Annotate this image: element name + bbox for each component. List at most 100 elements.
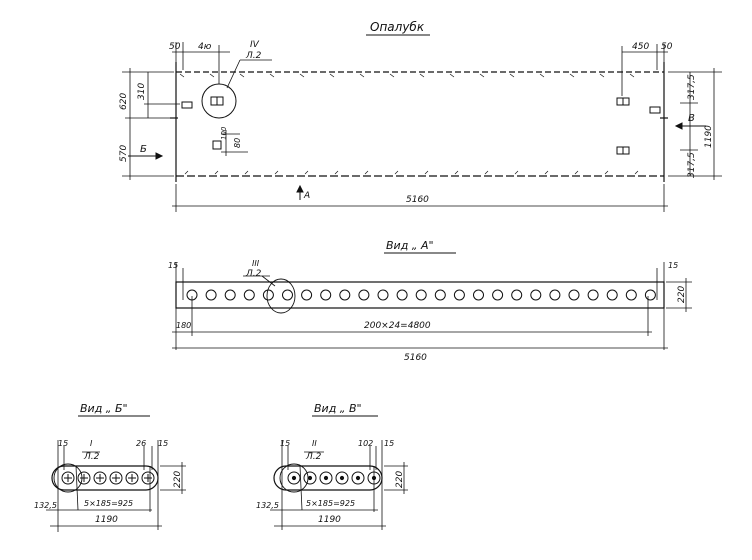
dim-left-620: 620 <box>119 93 129 110</box>
detail-circle-iv <box>201 83 237 119</box>
hole <box>511 289 523 301</box>
view-a-right-15: 15 <box>668 261 678 270</box>
view-b-pitch: 5×185=925 <box>84 499 133 508</box>
hole-with-insert <box>303 471 317 485</box>
view-marker-v: В <box>688 113 695 124</box>
detail-ellipse-iii <box>266 278 296 314</box>
view-arrows <box>128 122 706 200</box>
hole-with-insert <box>319 471 333 485</box>
hole <box>358 289 370 301</box>
view-b-total: 1190 <box>95 515 118 525</box>
dim-right-450: 450 <box>632 42 649 52</box>
hole <box>568 289 580 301</box>
view-a-total: 5160 <box>404 353 427 363</box>
view-b-offset: 132,5 <box>34 501 57 510</box>
view-b-title: Вид „ Б" <box>80 402 128 415</box>
view-a-left-15: 15 <box>168 261 178 270</box>
view-b-height: 220 <box>173 471 183 488</box>
view-v-height: 220 <box>395 471 405 488</box>
hole-with-insert <box>287 471 301 485</box>
view-v-pitch: 5×185=925 <box>306 499 355 508</box>
formwork-title: Опалубк <box>370 20 425 34</box>
hole <box>453 289 465 301</box>
hole <box>243 289 255 301</box>
hole-with-bar <box>109 471 123 485</box>
view-v-ref-top: II <box>312 439 317 448</box>
hole <box>625 289 637 301</box>
dim-right-317-bottom: 317,5 <box>687 152 697 178</box>
hole-with-bar <box>61 471 75 485</box>
view-a: Вид „ А" 15 15 III Л.2 220 180 200×24=48… <box>168 239 692 363</box>
view-a-ref-bottom: Л.2 <box>245 269 262 279</box>
view-v-holes <box>287 471 381 485</box>
hole <box>301 289 313 301</box>
view-b: Вид „ Б" 15 I Л.2 26 15 220 132,5 5×185=… <box>34 402 186 532</box>
hole <box>415 289 427 301</box>
dim-total-height: 1190 <box>704 125 714 148</box>
ref-iv-top: IV <box>250 40 260 50</box>
hole-with-insert <box>335 471 349 485</box>
formwork-plan: Опалубк <box>119 20 722 212</box>
view-v-title: Вид „ В" <box>314 402 362 415</box>
view-v-total: 1190 <box>318 515 341 525</box>
detail-ellipse-ii <box>279 463 309 493</box>
view-b-holes <box>61 471 155 485</box>
view-a-start: 180 <box>176 321 191 330</box>
hole <box>434 289 446 301</box>
view-v-mid-102: 102 <box>358 439 373 448</box>
view-b-left-15: 15 <box>58 439 68 448</box>
dim-left-50: 50 <box>169 42 181 52</box>
dim-left-570: 570 <box>119 145 129 162</box>
hole <box>262 289 274 301</box>
slab-outline <box>170 62 668 182</box>
hole-with-bar <box>125 471 139 485</box>
dim-small-100: 100 <box>220 126 228 140</box>
view-b-ref-bottom: Л.2 <box>83 452 100 462</box>
view-v: Вид „ В" 15 II Л.2 102 15 220 132,5 5×18… <box>256 402 408 530</box>
hole-with-bar <box>93 471 107 485</box>
hole-with-insert <box>351 471 365 485</box>
hole <box>644 289 656 301</box>
formwork-dims <box>122 42 722 212</box>
hole <box>530 289 542 301</box>
hole-with-bar <box>77 471 91 485</box>
view-a-holes <box>186 289 656 301</box>
view-b-right-15: 15 <box>158 439 168 448</box>
view-v-ref-bottom: Л.2 <box>305 452 322 462</box>
view-a-title: Вид „ А" <box>386 239 434 252</box>
view-a-height: 220 <box>677 286 687 303</box>
edge-hatching <box>179 73 639 175</box>
hole <box>606 289 618 301</box>
hole <box>473 289 484 301</box>
hole <box>339 289 351 301</box>
hole <box>549 289 561 301</box>
view-marker-a: А <box>303 191 310 201</box>
dim-total-length: 5160 <box>406 195 429 205</box>
hole <box>377 289 389 301</box>
view-b-ref-top: I <box>90 439 93 448</box>
view-a-outline <box>175 281 665 309</box>
dim-hole-offset: 4ю <box>198 42 212 52</box>
hole-with-bar <box>141 471 155 485</box>
dim-right-317-top: 317,5 <box>687 74 697 100</box>
ref-iv-bottom: Л.2 <box>245 51 262 61</box>
detail-ellipse-i <box>53 463 83 493</box>
lifting-inserts <box>181 83 661 155</box>
hole <box>320 289 332 301</box>
view-b-mid-26: 26 <box>136 439 146 448</box>
view-a-pitch: 200×24=4800 <box>364 321 431 331</box>
hole <box>205 289 217 301</box>
view-a-ref-top: III <box>252 259 260 268</box>
hole <box>224 289 236 301</box>
view-v-right-15: 15 <box>384 439 394 448</box>
dim-right-50: 50 <box>661 42 673 52</box>
view-marker-b: Б <box>140 144 147 155</box>
hole <box>282 289 293 301</box>
view-v-offset: 132,5 <box>256 501 279 510</box>
hole <box>492 289 504 301</box>
dim-left-310: 310 <box>137 83 147 100</box>
hole <box>396 289 408 301</box>
hole <box>587 289 599 301</box>
dim-small-80: 80 <box>233 138 242 148</box>
